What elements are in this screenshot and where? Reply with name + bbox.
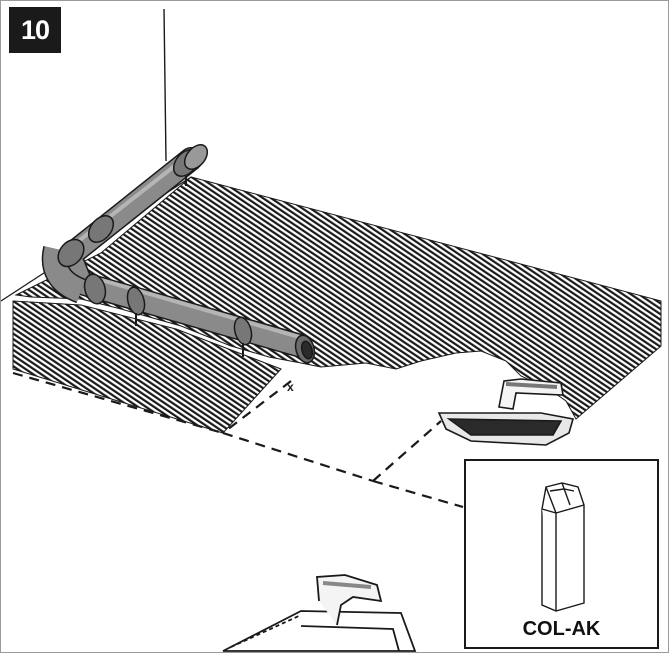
- cross-mark: x: [287, 380, 294, 394]
- adhesive-bag-icon: [541, 482, 585, 612]
- wall-corner-line: [163, 8, 167, 162]
- pipe-icon: [41, 144, 316, 364]
- product-callout: COL-AK: [464, 459, 659, 649]
- adhesive-area-left: [12, 300, 282, 434]
- product-name-label: COL-AK: [522, 618, 601, 640]
- notched-trowel-icon: [437, 378, 575, 446]
- tile-outline-dashes: [12, 371, 464, 509]
- notched-trowel-icon: [222, 574, 417, 652]
- step-number-badge: 10: [9, 7, 61, 53]
